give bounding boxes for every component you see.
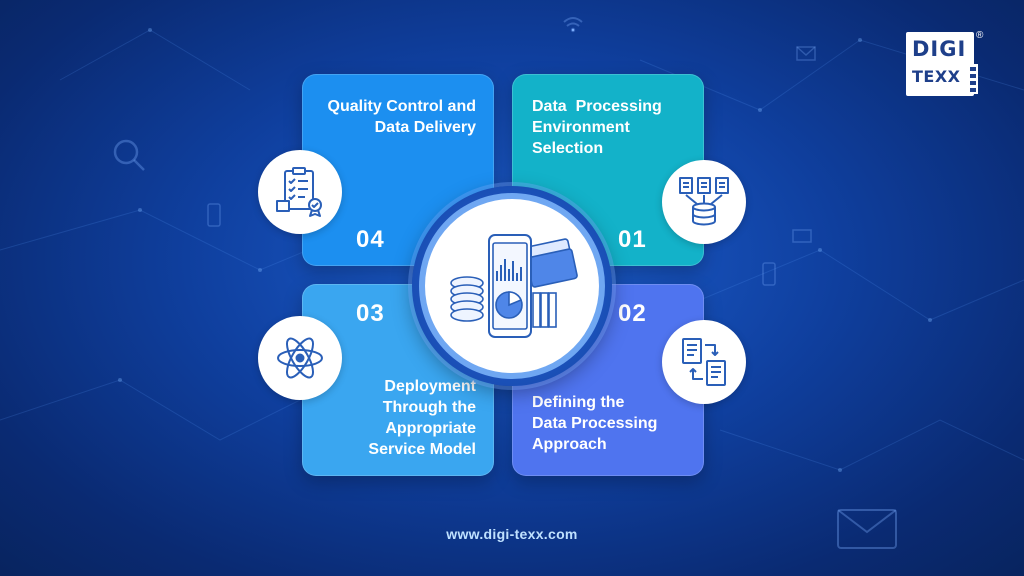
step-03-title-line2: Through the (382, 399, 476, 416)
step-03-title-line3: Appropriate (385, 420, 476, 437)
step-03-title-line1: Deployment (384, 378, 476, 395)
digitexx-logo: DIGI TEXX ® (906, 30, 988, 96)
step-04-number: 04 (356, 226, 385, 253)
step-01-title: Data Processing Environment Selection (532, 96, 662, 159)
film-strip-icon (968, 64, 978, 94)
search-icon (113, 139, 145, 171)
step-02-title-line3: Approach (532, 436, 607, 453)
step-02-title-line1: Defining the (532, 394, 625, 411)
step-02-title-line2: Data Processing (532, 415, 658, 432)
documents-to-database-icon (679, 177, 729, 226)
step-03-title: Deployment Through the Appropriate Servi… (368, 376, 476, 460)
logo-box: DIGI TEXX (906, 32, 974, 96)
step-03-number: 03 (356, 300, 385, 327)
website-url[interactable]: www.digi-texx.com (446, 526, 578, 542)
phone-with-charts-coins-cards-icon (450, 234, 578, 338)
step-02-title: Defining the Data Processing Approach (532, 392, 657, 455)
registered-mark: ® (976, 30, 984, 41)
mail-icon-small (796, 46, 816, 61)
step-02-number: 02 (618, 300, 647, 327)
step-03-title-line4: Service Model (368, 441, 476, 458)
document-exchange-icon (682, 338, 726, 386)
step-04-title-line2: Data Delivery (374, 119, 476, 136)
wifi-icon (563, 17, 583, 33)
atom-icon (277, 337, 323, 379)
clipboard-checklist-icon (276, 167, 322, 217)
laptop-icon (792, 229, 812, 243)
step-02-icon-circle (662, 320, 746, 404)
phone-icon (207, 203, 221, 227)
step-03-icon-circle (258, 316, 342, 400)
step-04-title-line1: Quality Control and (327, 98, 476, 115)
step-01-title-line2: Environment (532, 119, 630, 136)
logo-line2: TEXX (912, 67, 961, 86)
step-01-icon-circle (662, 160, 746, 244)
step-01-number: 01 (618, 226, 647, 253)
logo-line1: DIGI (912, 37, 967, 61)
center-hub (425, 199, 599, 373)
phone-icon-2 (762, 262, 776, 286)
step-01-title-line3: Selection (532, 140, 604, 157)
step-04-icon-circle (258, 150, 342, 234)
step-01-title-line1: Data Processing (532, 98, 662, 115)
step-04-title: Quality Control and Data Delivery (328, 96, 476, 138)
